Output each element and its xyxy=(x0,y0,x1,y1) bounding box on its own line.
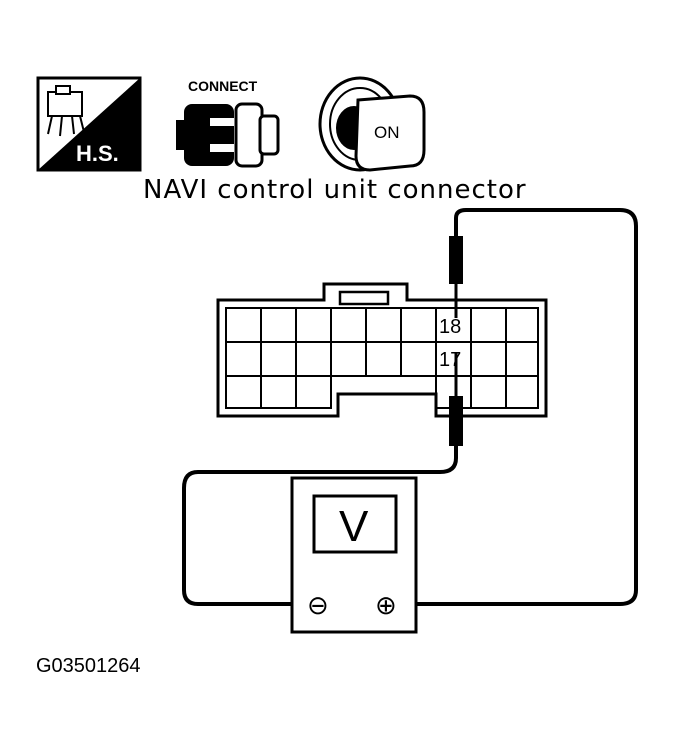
negative-probe-lead xyxy=(182,352,463,606)
harness-side-icon: H.S. xyxy=(36,76,142,172)
ignition-on-icon: ON xyxy=(318,76,426,172)
connect-icon: CONNECT xyxy=(176,78,280,168)
pin-17-label: 17 xyxy=(439,349,461,371)
on-label: ON xyxy=(374,123,400,142)
voltmeter-display: V xyxy=(339,502,369,551)
voltmeter: V ⊖ ⊕ xyxy=(290,476,418,634)
connect-label: CONNECT xyxy=(188,78,258,94)
figure-code: G03501264 xyxy=(36,655,141,677)
positive-probe-lead xyxy=(396,208,638,606)
connector-cavity-grid xyxy=(225,307,539,409)
positive-terminal: ⊕ xyxy=(375,591,397,621)
hs-label: H.S. xyxy=(76,141,119,166)
negative-terminal: ⊖ xyxy=(307,591,329,621)
diagram-title: NAVI control unit connector xyxy=(143,175,527,205)
navi-connector: 18 17 xyxy=(216,282,548,418)
pin-18-label: 18 xyxy=(439,316,461,338)
